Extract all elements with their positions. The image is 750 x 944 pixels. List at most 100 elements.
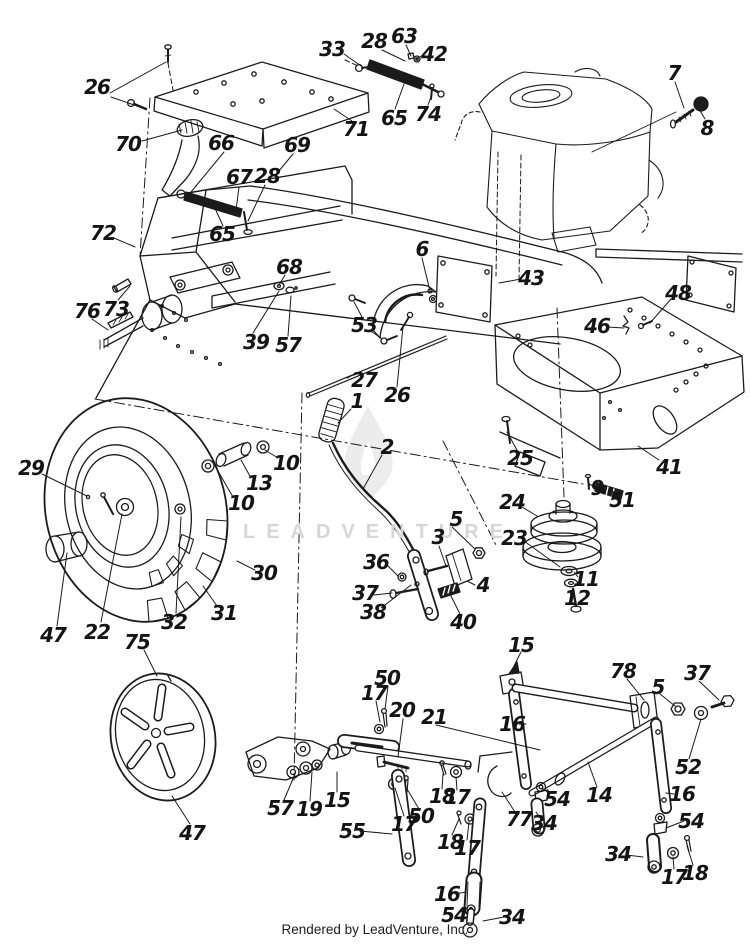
part-label-26[interactable]: 26	[384, 383, 411, 407]
part-label-71[interactable]: 71	[343, 117, 370, 141]
seat-support-frame	[95, 165, 353, 399]
part-label-70[interactable]: 70	[115, 132, 142, 156]
part-label-34[interactable]: 34	[531, 811, 558, 835]
part-label-77[interactable]: 77	[506, 807, 533, 831]
part-label-54[interactable]: 54	[441, 903, 468, 927]
part-label-29[interactable]: 29	[18, 456, 45, 480]
part-label-17[interactable]: 17	[454, 836, 481, 860]
part-label-26[interactable]: 26	[84, 75, 111, 99]
part-label-28[interactable]: 28	[361, 29, 388, 53]
part-label-25[interactable]: 25	[507, 446, 534, 470]
part-label-69[interactable]: 69	[284, 133, 311, 157]
reference-centerlines	[94, 97, 584, 781]
part-label-5[interactable]: 5	[449, 507, 464, 531]
part-label-47[interactable]: 47	[40, 623, 67, 647]
part-label-1[interactable]: 1	[350, 389, 365, 413]
part-label-50[interactable]: 50	[408, 804, 435, 828]
part-label-21[interactable]: 21	[421, 705, 448, 729]
part-label-12[interactable]: 12	[564, 586, 591, 610]
part-label-19[interactable]: 19	[296, 797, 323, 821]
part-label-20[interactable]: 20	[389, 698, 416, 722]
part-label-17[interactable]: 17	[661, 865, 688, 889]
part-label-38[interactable]: 38	[360, 600, 387, 624]
part-label-30[interactable]: 30	[251, 561, 278, 585]
part-label-57[interactable]: 57	[275, 333, 302, 357]
part-label-17[interactable]: 17	[444, 785, 471, 809]
part-label-16[interactable]: 16	[669, 782, 696, 806]
part-label-65[interactable]: 65	[209, 222, 236, 246]
part-label-73[interactable]: 73	[103, 297, 130, 321]
part-label-42[interactable]: 42	[421, 42, 448, 66]
part-label-6[interactable]: 6	[415, 237, 430, 261]
part-label-31[interactable]: 31	[211, 601, 238, 625]
part-label-5[interactable]: 5	[651, 675, 666, 699]
part-label-15[interactable]: 15	[324, 788, 351, 812]
part-label-46[interactable]: 46	[584, 314, 611, 338]
axle-assembly	[99, 261, 241, 350]
part-label-24[interactable]: 24	[499, 490, 526, 514]
part-label-7[interactable]: 7	[667, 61, 682, 85]
part-label-52[interactable]: 52	[675, 755, 702, 779]
part-label-2[interactable]: 2	[380, 435, 395, 459]
part-label-18[interactable]: 18	[429, 784, 456, 808]
part-label-34[interactable]: 34	[499, 905, 526, 929]
tire-tread	[146, 518, 229, 623]
part-label-16[interactable]: 16	[434, 882, 461, 906]
part-label-17[interactable]: 17	[391, 812, 418, 836]
part-label-22[interactable]: 22	[84, 620, 111, 644]
part-label-65[interactable]: 65	[381, 106, 408, 130]
part-label-14[interactable]: 14	[586, 783, 613, 807]
part-label-10[interactable]: 10	[228, 491, 255, 515]
part-label-4[interactable]: 4	[476, 573, 491, 597]
part-label-57[interactable]: 57	[267, 796, 294, 820]
part-label-18[interactable]: 18	[437, 830, 464, 854]
part-label-3[interactable]: 3	[431, 525, 446, 549]
part-label-47[interactable]: 47	[179, 821, 206, 845]
part-label-78[interactable]: 78	[610, 659, 637, 683]
part-label-75[interactable]: 75	[124, 630, 151, 654]
part-label-74[interactable]: 74	[415, 102, 442, 126]
part-label-37[interactable]: 37	[352, 581, 379, 605]
part-label-16[interactable]: 16	[499, 712, 526, 736]
part-label-15[interactable]: 15	[508, 633, 535, 657]
part-label-13[interactable]: 13	[246, 471, 273, 495]
leadventure-flame-watermark-icon	[344, 406, 393, 499]
part-label-34[interactable]: 34	[605, 842, 632, 866]
part-label-10[interactable]: 10	[273, 451, 300, 475]
part-label-27[interactable]: 27	[351, 368, 378, 392]
part-label-72[interactable]: 72	[90, 221, 117, 245]
part-label-17[interactable]: 17	[361, 681, 388, 705]
part-label-54[interactable]: 54	[544, 787, 571, 811]
part-label-67[interactable]: 67	[226, 165, 253, 189]
part-label-37[interactable]: 37	[684, 661, 711, 685]
part-label-28[interactable]: 28	[254, 164, 281, 188]
part-label-63[interactable]: 63	[391, 24, 418, 48]
part-label-11[interactable]: 11	[573, 567, 600, 591]
part-label-23[interactable]: 23	[501, 526, 528, 550]
part-label-66[interactable]: 66	[208, 131, 235, 155]
part-label-32[interactable]: 32	[161, 610, 188, 634]
part-label-54[interactable]: 54	[678, 809, 705, 833]
lift-lever	[318, 397, 486, 621]
seat-screw	[126, 44, 172, 111]
part-label-36[interactable]: 36	[363, 550, 390, 574]
part-label-68[interactable]: 68	[276, 255, 303, 279]
part-label-39[interactable]: 39	[243, 330, 270, 354]
part-label-8[interactable]: 8	[700, 116, 715, 140]
part-label-40[interactable]: 40	[450, 610, 477, 634]
part-label-55[interactable]: 55	[339, 819, 366, 843]
part-label-33[interactable]: 33	[319, 37, 346, 61]
part-label-53[interactable]: 53	[351, 313, 378, 337]
part-label-50[interactable]: 50	[374, 666, 401, 690]
lift-rod-27	[305, 335, 448, 399]
seat-mount-plate	[126, 44, 370, 149]
part-label-9[interactable]: 9	[590, 476, 605, 500]
part-label-48[interactable]: 48	[665, 281, 692, 305]
part-label-51[interactable]: 51	[609, 488, 636, 512]
part-label-18[interactable]: 18	[682, 861, 709, 885]
right-lift-linkage	[477, 661, 735, 874]
part-label-43[interactable]: 43	[518, 266, 545, 290]
part-label-41[interactable]: 41	[656, 455, 683, 479]
part-label-76[interactable]: 76	[74, 299, 101, 323]
